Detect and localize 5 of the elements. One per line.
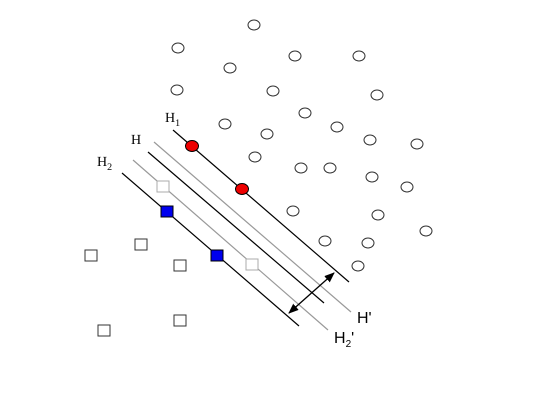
hyperplane-label: H$_{2}$' <box>334 331 354 352</box>
hyperplane-label: H' <box>357 311 372 327</box>
hyperplane-label: H <box>131 133 142 149</box>
hyperplane-label: H$_{2}$ <box>97 155 112 175</box>
hyperplane-label: H$_{1}$ <box>165 111 180 131</box>
